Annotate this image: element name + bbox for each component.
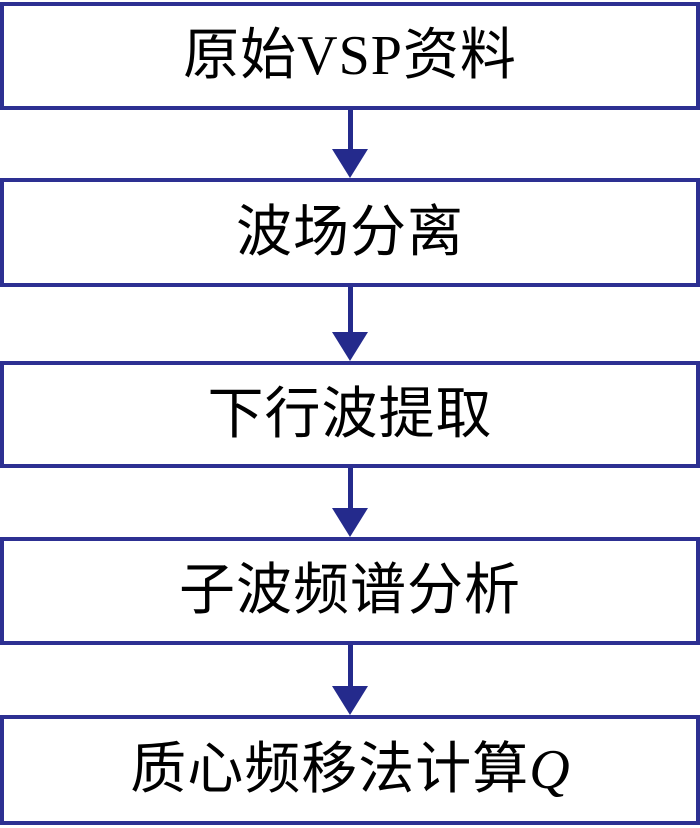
flow-box-wavelet-spectrum-analysis: 子波频谱分析 bbox=[0, 537, 700, 645]
flow-box-label: 波场分离 bbox=[236, 201, 464, 264]
arrow-shaft bbox=[347, 287, 353, 332]
down-arrow bbox=[332, 645, 368, 715]
flow-box-downgoing-wave-extraction: 下行波提取 bbox=[0, 361, 700, 468]
flow-box-original-vsp-data: 原始VSP资料 bbox=[0, 2, 700, 110]
flow-box-label-text: 质心频移法计算 bbox=[130, 739, 530, 801]
down-arrow bbox=[332, 287, 368, 361]
arrow-shaft bbox=[347, 110, 353, 149]
flow-box-label: 下行波提取 bbox=[207, 383, 493, 446]
flow-box-centroid-frequency-shift-q: 质心频移法计算Q bbox=[0, 715, 700, 825]
flow-box-label: 子波频谱分析 bbox=[179, 560, 521, 622]
flow-box-label: 质心频移法计算Q bbox=[130, 742, 569, 798]
q-symbol: Q bbox=[529, 739, 570, 801]
arrow-shaft bbox=[347, 645, 353, 686]
arrow-head bbox=[332, 686, 368, 715]
flow-box-wavefield-separation: 波场分离 bbox=[0, 178, 700, 287]
arrow-head bbox=[332, 149, 368, 178]
down-arrow bbox=[332, 110, 368, 178]
down-arrow bbox=[332, 468, 368, 537]
arrow-head bbox=[332, 332, 368, 361]
flow-box-label: 原始VSP资料 bbox=[183, 25, 517, 87]
arrow-shaft bbox=[347, 468, 353, 508]
arrow-head bbox=[332, 508, 368, 537]
